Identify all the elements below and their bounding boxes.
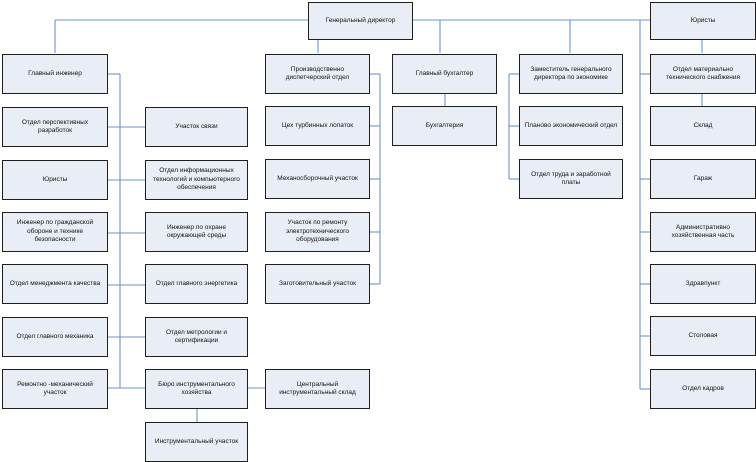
node-environment-engineer: Инженер по охране окружающей среды bbox=[145, 212, 248, 252]
node-health-post: Здравпункт bbox=[650, 264, 756, 304]
node-lawyers: Юристы bbox=[2, 160, 108, 200]
node-admin-household: Административно хозяйственная часть bbox=[650, 212, 756, 252]
node-hr-department: Отдел кадров bbox=[650, 369, 756, 409]
node-turbine-blade-shop: Цех турбинных лопаток bbox=[265, 106, 370, 146]
node-warehouse: Склад bbox=[650, 106, 756, 146]
node-general-director: Генеральный директор bbox=[308, 2, 413, 40]
node-electrical-repair: Участок по ремонту электротехнического о… bbox=[265, 212, 370, 252]
node-accounting: Бухгалтерия bbox=[392, 106, 497, 146]
node-tool-section: Инструментальный участок bbox=[145, 422, 248, 462]
node-metrology: Отдел метрологии и сертификации bbox=[145, 317, 248, 357]
node-supply-department: Отдел материально технического снабжения bbox=[650, 54, 756, 94]
node-lawyers-top: Юристы bbox=[650, 2, 756, 40]
node-central-tool-store: Центральный инструментальный склад bbox=[265, 369, 370, 409]
node-garage: Гараж bbox=[650, 159, 756, 199]
node-chief-accountant: Главный бухгалтер bbox=[392, 54, 497, 94]
node-labor-wages: Отдел труда и заработной платы bbox=[519, 159, 623, 199]
node-chief-engineer: Главный инженер bbox=[2, 54, 108, 94]
node-perspective-development: Отдел перспективных разработок bbox=[2, 107, 108, 147]
node-blank-section: Заготовительный участок bbox=[265, 264, 370, 304]
node-communication-section: Участок связи bbox=[145, 107, 248, 147]
node-chief-mechanic: Отдел главного механика bbox=[2, 317, 108, 357]
node-canteen: Столовая bbox=[650, 316, 756, 356]
node-deputy-economics: Заместитель генерального директора по эк… bbox=[519, 54, 623, 94]
node-mechanical-assembly: Механосборочный участок bbox=[265, 159, 370, 199]
node-quality-management: Отдел менеджмента качества bbox=[2, 264, 108, 304]
node-it-department: Отдел информационных технологий и компью… bbox=[145, 160, 248, 200]
node-repair-mechanical: Ремонтно -механический участок bbox=[2, 369, 108, 409]
node-civil-defense-engineer: Инженер по гражданской обороне и технике… bbox=[2, 212, 108, 252]
node-production-dispatch: Производственно диспетчерский отдел bbox=[265, 54, 370, 94]
node-planning-economics: Планово экономический отдел bbox=[519, 106, 623, 146]
node-tool-bureau: Бюро инструментального хозяйства bbox=[145, 369, 248, 409]
node-chief-power-engineer: Отдел главного энергетика bbox=[145, 264, 248, 304]
